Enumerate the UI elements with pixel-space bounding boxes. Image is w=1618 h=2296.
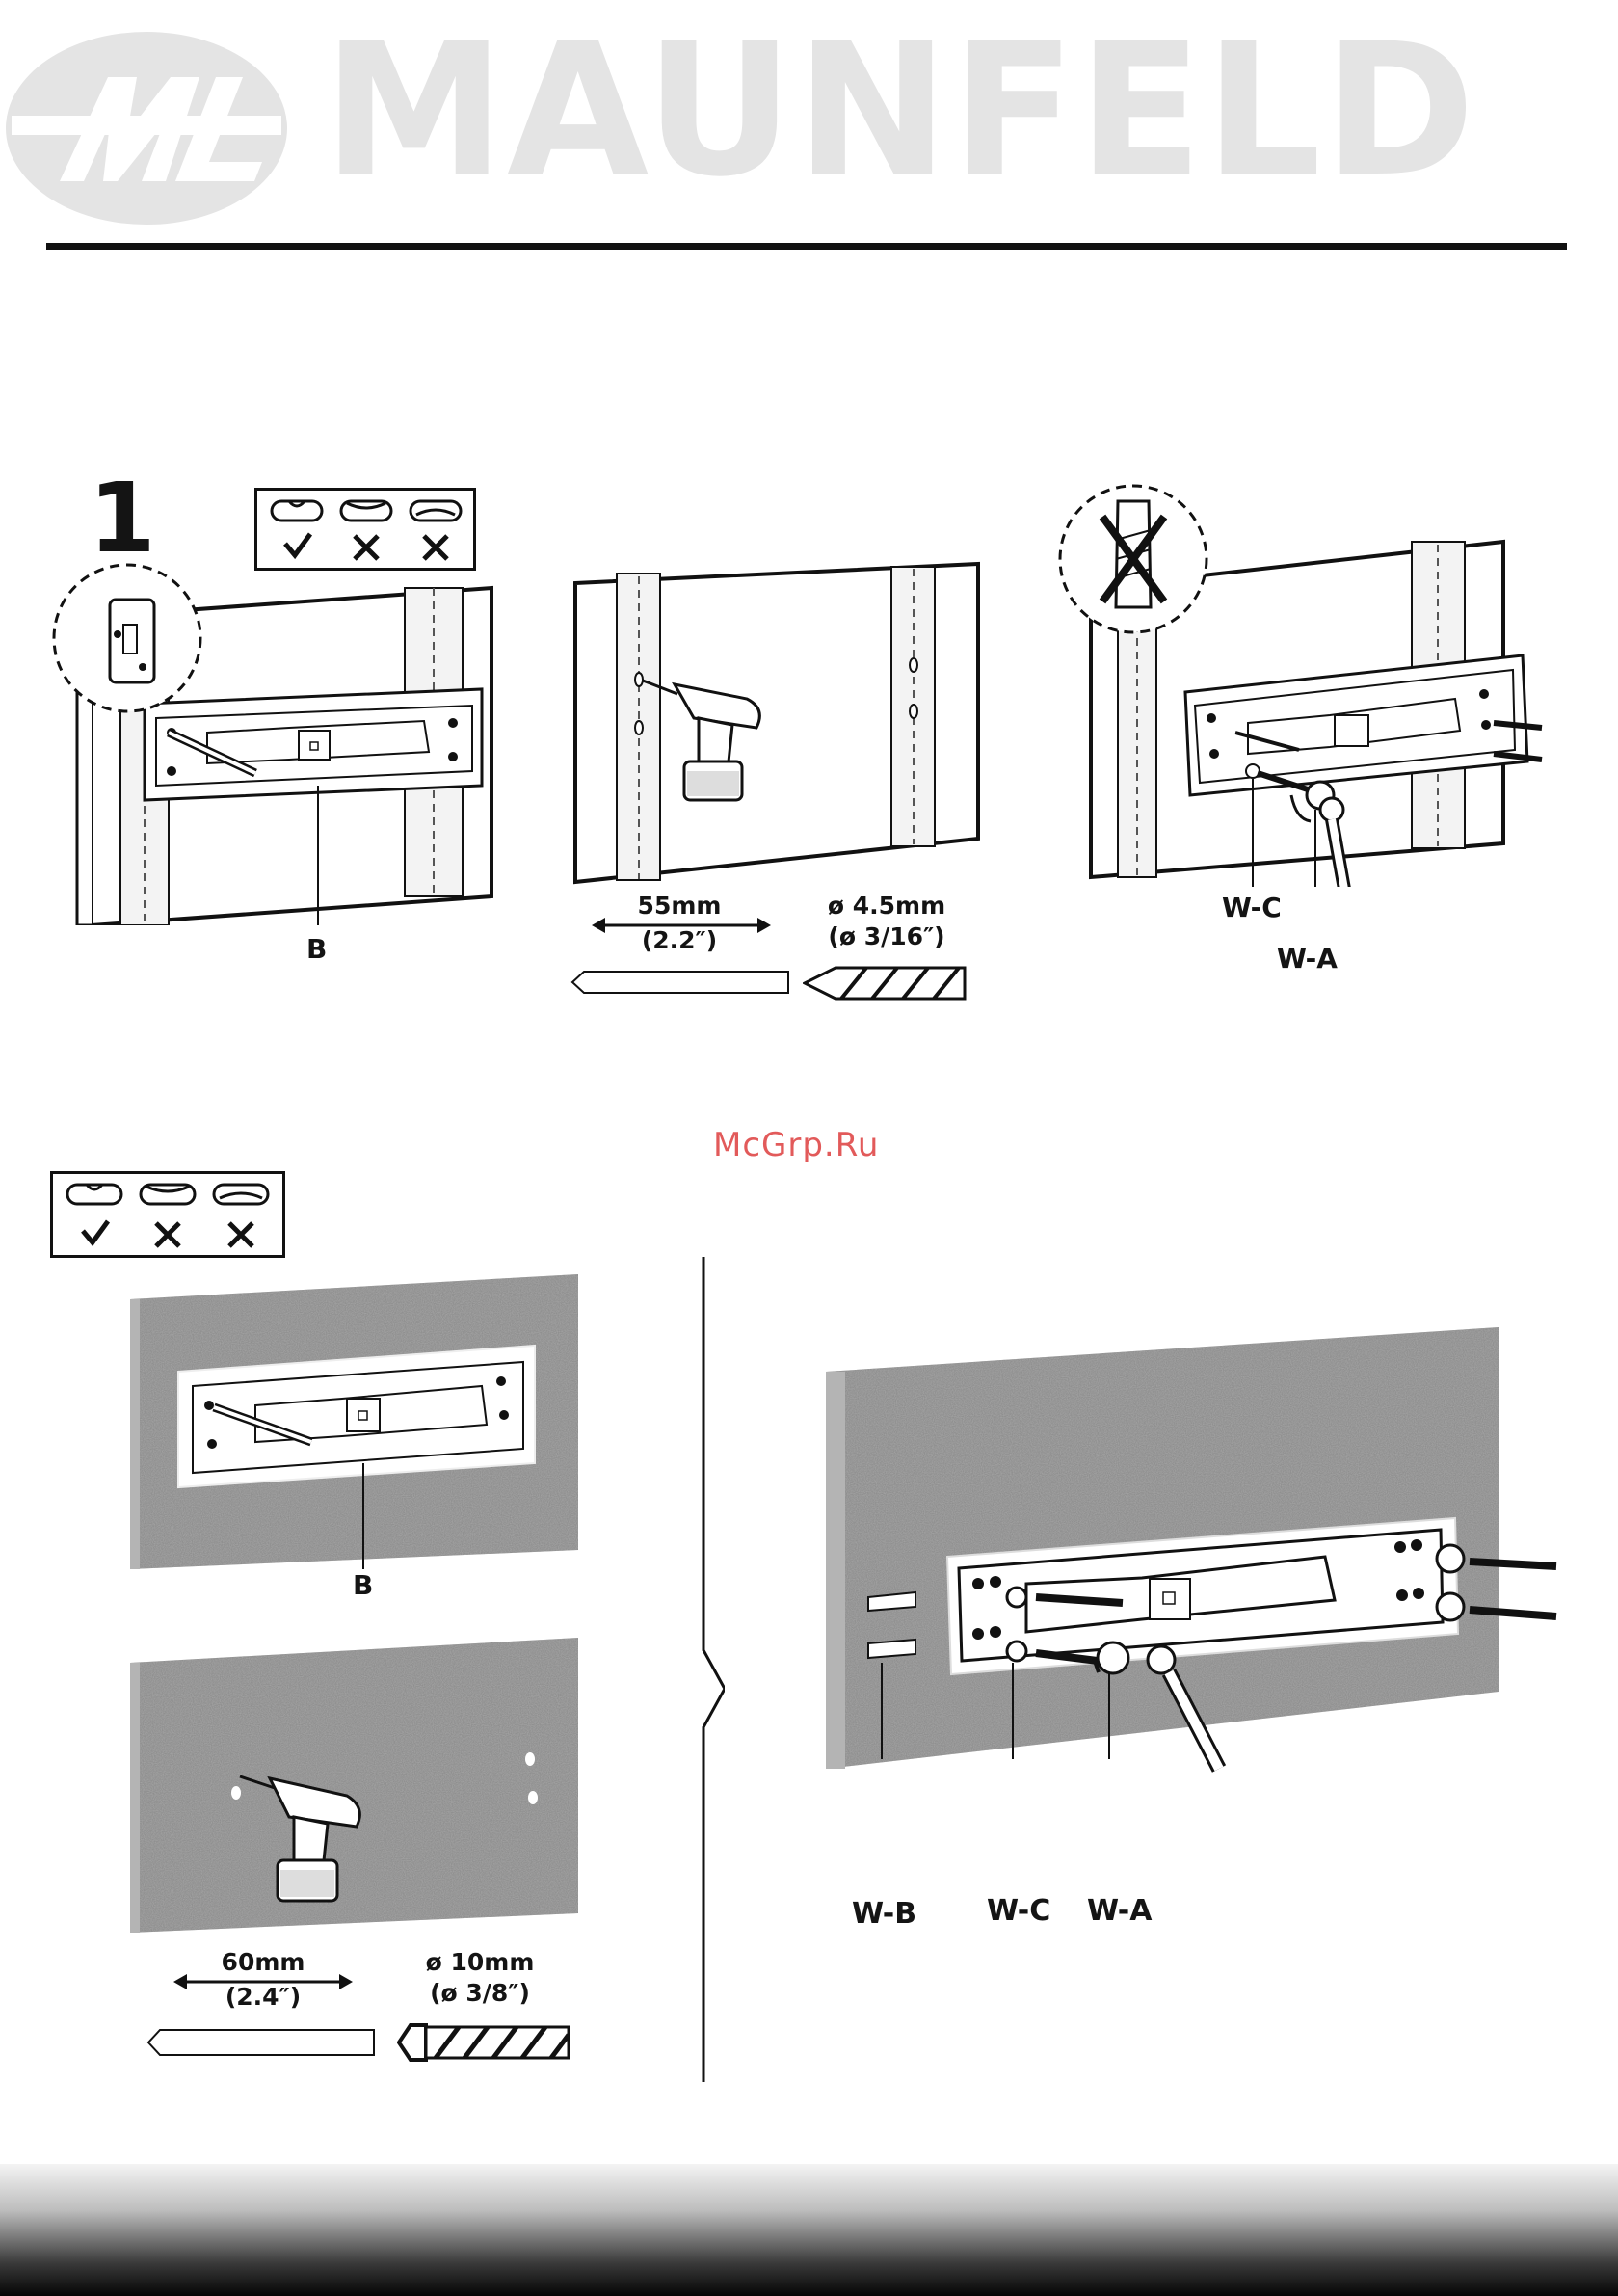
drill-diameter-imperial: (ø 3/16″) [814,923,959,950]
drill-bit-icon [803,964,967,1002]
bracket-label-b-concrete: B [353,1569,373,1601]
depth-gauge-bar [570,970,792,995]
drill-depth-metric: 60mm [191,1949,335,1976]
washer-label-wc: W-C [1222,892,1282,923]
brand-name: MAUNFELD [323,19,1477,202]
drill-diameter-metric: ø 10mm [408,1949,552,1976]
header: MAUNFELD [0,0,1618,251]
drill-diameter-metric: ø 4.5mm [814,893,959,920]
masonry-drill-bit-icon [397,2021,570,2064]
drill-diameter-concrete: ø 10mm (ø 3/8″) [408,1949,552,2007]
watermark-text: McGrp.Ru [713,1126,879,1164]
concrete-wall-fixing-illustration [824,1325,1595,1778]
drill-depth: 55mm (2.2″) [607,893,752,954]
wood-wall-drilling-illustration [564,549,988,896]
brand-logo-icon [2,27,291,229]
drill-diameter-imperial: (ø 3/8″) [408,1980,552,2007]
footer-gradient-band [0,2164,1618,2296]
washer-label-wa: W-A [1277,943,1338,974]
anchor-slot-chart-bottom [50,1171,285,1258]
drill-depth-imperial: (2.4″) [191,1984,335,2011]
bracket-label-b: B [306,933,327,965]
no-wall-plug-magnifier [1056,482,1210,636]
washer-label-wc-concrete: W-C [987,1894,1050,1928]
washer-label-wa-concrete: W-A [1087,1894,1152,1928]
level-detail-magnifier [50,561,204,715]
step-divider [686,1255,725,2084]
drill-depth-concrete: 60mm (2.4″) [191,1949,335,2011]
concrete-wall-drilling-illustration [120,1634,583,1933]
drill-depth-imperial: (2.2″) [607,927,752,954]
depth-gauge-bar [146,2028,378,2057]
header-rule [46,243,1567,250]
concrete-wall-bracket-illustration [120,1270,583,1569]
step-number: 1 [89,470,156,567]
washer-label-wb: W-B [852,1897,916,1931]
drill-depth-metric: 55mm [607,893,752,920]
drill-diameter: ø 4.5mm (ø 3/16″) [814,893,959,950]
